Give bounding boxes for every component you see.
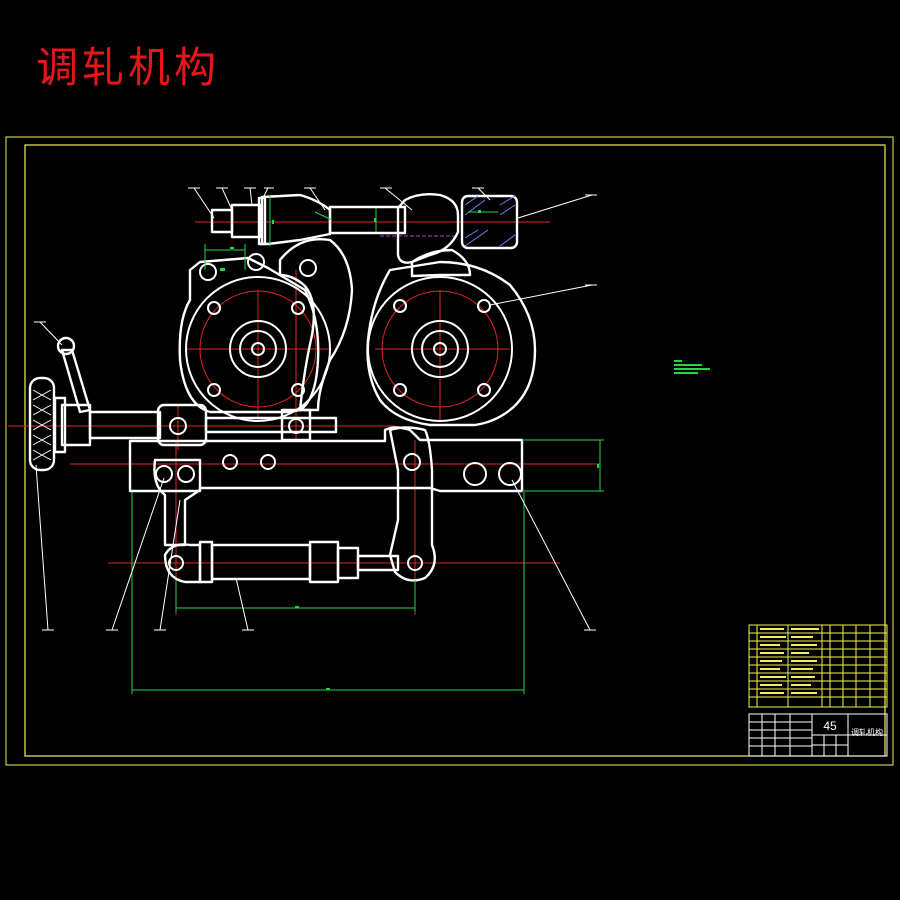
title-block bbox=[748, 713, 888, 757]
handle-knob bbox=[56, 336, 76, 356]
right-housing bbox=[366, 260, 537, 427]
rollers bbox=[155, 253, 522, 571]
pin-holes bbox=[155, 253, 522, 571]
parts-list-text bbox=[760, 628, 819, 694]
right-arm bbox=[410, 248, 472, 278]
mechanism-outline bbox=[28, 192, 537, 584]
left-roller-outer bbox=[185, 276, 331, 422]
base-plate bbox=[128, 426, 524, 493]
top-bolt bbox=[230, 203, 262, 239]
top-rod bbox=[260, 193, 332, 246]
cylinder-body bbox=[210, 543, 312, 581]
cylinder-cap bbox=[198, 540, 214, 584]
right-roller-hub bbox=[411, 320, 469, 378]
material-label: 45 bbox=[823, 719, 837, 733]
right-roller-center bbox=[433, 342, 447, 356]
left-bracket bbox=[153, 458, 202, 547]
drawing-frame bbox=[5, 136, 894, 766]
dimension-marks bbox=[220, 210, 599, 690]
hatched-nut bbox=[464, 195, 516, 247]
top-washer bbox=[257, 196, 267, 246]
top-nut bbox=[460, 194, 519, 250]
parts-list bbox=[748, 624, 888, 708]
leader-lines bbox=[35, 187, 593, 631]
piston-rod bbox=[356, 554, 400, 572]
bearing-block bbox=[156, 403, 208, 447]
right-roller-outer bbox=[367, 276, 513, 422]
link-bar bbox=[204, 416, 338, 434]
handle-lever bbox=[60, 348, 92, 414]
shaft bbox=[88, 410, 162, 440]
hand-wheel bbox=[28, 376, 56, 472]
left-roller-center bbox=[251, 342, 265, 356]
shaft-collar bbox=[60, 403, 92, 447]
knurl-pattern bbox=[32, 389, 52, 461]
cylinder-end bbox=[308, 540, 340, 584]
drawing-name-label: 调轧机构 bbox=[851, 727, 883, 737]
bolt-holes bbox=[207, 299, 491, 397]
technical-notes bbox=[674, 360, 710, 374]
left-roller-hub bbox=[229, 320, 287, 378]
left-roller-bore bbox=[239, 330, 277, 368]
cam-arm bbox=[278, 238, 354, 412]
top-rod-body bbox=[328, 205, 407, 235]
top-bracket bbox=[396, 192, 460, 264]
drawing-title: 调轧机构 bbox=[36, 43, 221, 92]
top-bolt-head bbox=[210, 208, 234, 234]
pivot-arm bbox=[388, 426, 436, 582]
right-roller-bore bbox=[421, 330, 459, 368]
leader-tags bbox=[34, 187, 597, 631]
